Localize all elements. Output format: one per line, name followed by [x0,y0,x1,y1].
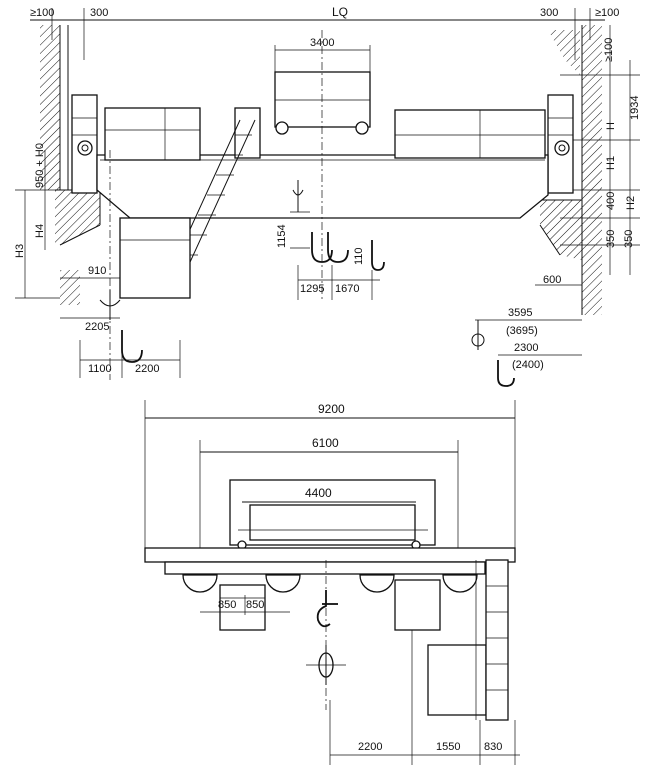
dim-2205: 2205 [85,321,109,333]
operator-cab [119,217,191,299]
label-H2: H2 [625,196,637,210]
dim-2200-end: 2200 [358,741,382,753]
top-left-ge100-label: ≥100 [30,7,54,19]
top-right-300-label: 300 [540,7,558,19]
dim-1154: 1154 [276,224,288,248]
end-view: 9200 6100 4400 850 850 [144,400,520,765]
dim-1934: 1934 [629,96,641,120]
dim-350b: 350 [623,230,635,248]
dim-910: 910 [88,265,106,277]
label-H3: H3 [14,244,26,258]
right-hook-symbol [471,320,515,387]
dim-1295: 1295 [300,283,324,295]
left-drive-housing [104,107,201,161]
dim-830: 830 [484,741,502,753]
cab-box [427,644,487,716]
dim-600: 600 [543,274,561,286]
right-corbel [540,200,582,260]
top-left-300-label: 300 [90,7,108,19]
left-wall [40,25,60,190]
side-view: ≥100 300 LQ 300 ≥100 ≥100 1934 H H1 400 [14,5,641,387]
drive-unit [219,584,266,631]
dim-1670: 1670 [335,283,359,295]
end-beam [144,547,516,563]
dim-850a: 850 [218,599,236,611]
left-hook-symbol [99,290,143,363]
trolley [274,71,371,128]
wheel-base-6100: 6100 [312,436,339,450]
bridge-wheels [182,574,478,593]
dim-3695: (3695) [506,325,538,337]
dim-2200: 2200 [135,363,159,375]
overall-width-9200: 9200 [318,402,345,416]
dim-1550: 1550 [436,741,460,753]
dim-350a: 350 [605,230,617,248]
dim-1100: 1100 [88,363,112,375]
machinery-box [394,579,441,631]
top-right-ge100-label: ≥100 [595,7,619,19]
label-H1: H1 [605,156,617,170]
dim-110: 110 [353,247,365,265]
dim-2300: 2300 [514,342,538,354]
dim-850b: 850 [246,599,264,611]
aux-hook-side [371,240,385,271]
right-wall [582,25,602,315]
main-hook-end [316,560,338,710]
label-H0: 950 + H0 [34,143,46,188]
main-girder [96,154,549,219]
label-H: H [605,122,617,130]
hook-symbol-1154 [292,180,304,212]
right-drive-housing [394,109,546,159]
dim-400: 400 [605,192,617,210]
right-ge100-label: ≥100 [603,38,615,62]
left-corbel [55,190,100,245]
main-hook-side [311,232,349,263]
label-H4: H4 [34,224,46,238]
span-lq-label: LQ [332,5,348,19]
dim-3595: 3595 [508,307,532,319]
trolley-gauge-4400: 4400 [305,486,332,500]
aux-hook-end [306,645,346,685]
end-view-ladder [475,559,509,721]
dim-2400: (2400) [512,359,544,371]
